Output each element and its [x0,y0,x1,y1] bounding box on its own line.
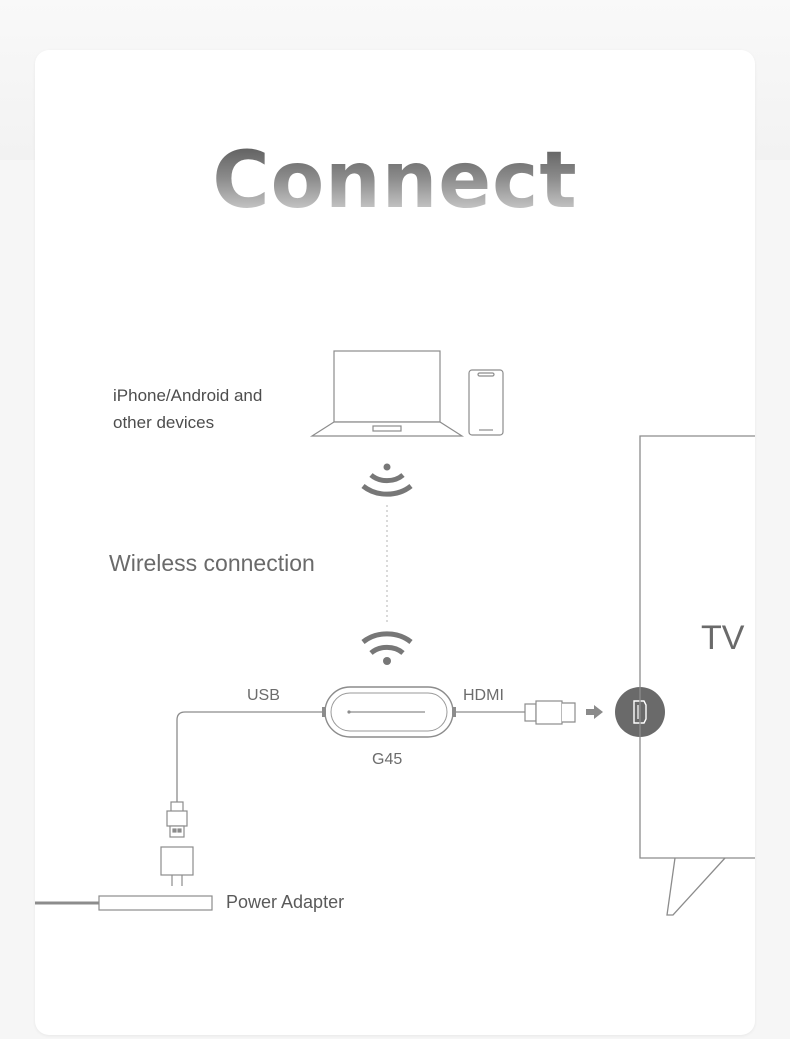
usb-cable [176,711,323,802]
smartphone-icon [468,369,504,436]
power-adapter-icon [35,895,213,911]
connect-card: Connect iPhone/Android and other devices… [35,50,755,1035]
laptop-icon [309,350,465,437]
device-model-label: G45 [372,751,403,768]
tv-icon [639,435,755,916]
devices-label-line2: other devices [113,413,215,432]
usb-plug-icon [166,801,188,838]
wireless-connection-label: Wireless connection [109,550,315,576]
g45-dongle-icon [322,686,456,738]
hdmi-label: HDMI [463,687,504,704]
hdmi-plug-icon [524,700,576,725]
wifi-receive-icon [361,463,413,497]
power-adapter-label: Power Adapter [226,892,345,912]
usb-label: USB [247,687,280,704]
tv-label: TV [701,619,745,657]
wall-charger-icon [160,846,194,886]
connection-diagram [35,350,755,916]
page-title: Connect [35,142,755,220]
wifi-icon [361,631,413,665]
devices-label: iPhone/Android and other devices [113,382,303,436]
arrow-right-icon [586,705,603,719]
devices-label-line1: iPhone/Android and [113,386,263,405]
